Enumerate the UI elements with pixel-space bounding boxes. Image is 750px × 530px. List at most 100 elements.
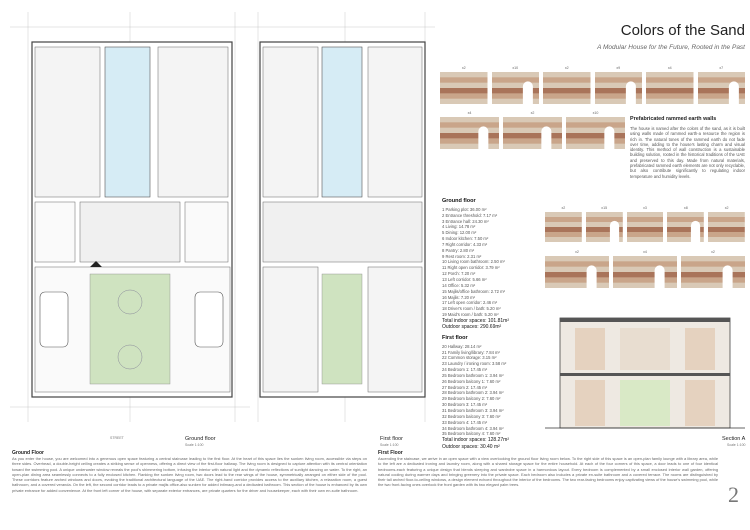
- arch-opening: [609, 220, 619, 242]
- room-item: 26 Bedroom balcony 1: 7.60 m²: [442, 378, 501, 384]
- section-a-label: Section A: [722, 436, 746, 442]
- room-item: 33 Bedroom 4: 17.45 m²: [442, 419, 488, 425]
- room-item: 15 Majlis/office bathroom: 2.72 m²: [442, 288, 505, 294]
- panel-count-label: x2: [461, 66, 466, 70]
- room-item: 17 Left open corridor: 2.46 m²: [442, 300, 498, 306]
- first-floor-text-heading: First Floor: [378, 450, 403, 456]
- room-item: 20 Hallway: 28.14 m²: [442, 343, 482, 349]
- panel-count-label: x2: [724, 206, 729, 210]
- rammed-earth-panel: [708, 212, 745, 242]
- first-floor-label: First floor: [380, 436, 403, 442]
- ground-floor-plan: [10, 12, 250, 422]
- panel-count-label: x10: [592, 111, 599, 115]
- room-item: 12 Porch: 7.20 m²: [442, 271, 476, 277]
- panel-count-label: x7: [719, 66, 724, 70]
- panel-count-label: x2: [530, 111, 535, 115]
- first-floor-plan: [250, 12, 435, 422]
- rammed-earth-panel: [503, 117, 562, 149]
- room-item: 8 Pantry: 2.80 m²: [442, 247, 475, 253]
- arch-opening: [541, 126, 552, 149]
- rammed-earth-panel: [543, 72, 591, 104]
- arch-opening: [604, 126, 615, 149]
- room-item: 11 Right open corridor: 3.79 m²: [442, 265, 500, 271]
- ground-floor-text-heading: Ground Floor: [12, 450, 44, 456]
- panel-count-label: x4: [667, 66, 672, 70]
- arch-opening: [522, 81, 533, 104]
- room-item: 5 Dining: 12.00 m²: [442, 230, 477, 236]
- ground-floor-heading: Ground floor: [442, 198, 476, 204]
- arch-opening: [722, 265, 733, 288]
- rammed-earth-panel: [440, 117, 499, 149]
- room-item: 21 Family living/library: 7.84 m²: [442, 349, 500, 355]
- rammed-earth-panel: [594, 72, 642, 104]
- room-item: 31 Bedroom bathroom 3: 3.94 m²: [442, 408, 504, 413]
- room-item: 7 Right corridor: 4.33 m²: [442, 241, 488, 247]
- rammed-earth-panel: [667, 212, 705, 242]
- rammed-earth-panel: [566, 117, 625, 149]
- room-item: 16 Majlis: 7.20 m²: [442, 294, 476, 300]
- ground-floor-scale: Scale 1:100: [185, 443, 204, 447]
- section-a-drawing: [545, 317, 745, 429]
- room-item: 14 Office: 5.32 m²: [442, 282, 476, 288]
- rammed-earth-panel: [545, 256, 609, 288]
- page-number: 2: [728, 482, 739, 507]
- rammed-earth-panel: [613, 256, 677, 288]
- rammed-earth-panel: [491, 72, 539, 104]
- first-floor-heading: First floor: [442, 334, 468, 341]
- first-floor-text: Ascending the staircase, we arrive in an…: [378, 456, 718, 488]
- panel-count-label: x2: [575, 250, 579, 254]
- page-subtitle: A Modular House for the Future, Rooted i…: [597, 44, 745, 51]
- arch-opening: [625, 81, 636, 104]
- room-item: 22 Common storage: 3.15 m²: [442, 355, 497, 361]
- rammed-earth-panel: [585, 212, 623, 242]
- walls-description: The house is named after the colors of t…: [630, 126, 745, 179]
- room-item: 30 Bedroom 3: 17.45 m²: [442, 402, 488, 408]
- first-floor-scale: Scale 1:100: [380, 443, 399, 447]
- ground-floor-label: Ground floor: [185, 436, 216, 442]
- room-item: 2 Entrance threshold: 7.17 m²: [442, 212, 498, 218]
- arch-opening: [478, 126, 489, 149]
- first-outdoor: Outdoor spaces: 30.40 m²: [442, 443, 500, 450]
- rammed-earth-panel: [545, 212, 582, 242]
- ground-total-indoor: Total indoor spaces: 101.81m²: [442, 317, 509, 324]
- panel-count-label: x3: [643, 206, 647, 210]
- room-item: 28 Bedroom bathroom 2: 3.94 m²: [442, 390, 504, 396]
- room-item: 6 Indoor kitchen: 7.50 m²: [442, 236, 489, 242]
- rammed-earth-panel: [626, 212, 664, 242]
- panel-count-label: x4: [467, 111, 472, 115]
- room-item: 35 Bedroom balcony 4: 7.60 m²: [442, 431, 501, 437]
- first-total-indoor: Total indoor spaces: 128.27m²: [442, 437, 509, 444]
- rammed-earth-panel: [681, 256, 745, 288]
- walls-heading: Prefabricated rammed earth walls: [630, 116, 717, 122]
- room-item: 32 Bedroom balcony 3: 7.60 m²: [442, 413, 501, 419]
- panel-count-label: x8: [683, 206, 688, 210]
- room-item: 27 Bedroom 2: 17.45 m²: [442, 384, 488, 390]
- arch-opening: [691, 220, 701, 242]
- page-title: Colors of the Sand: [620, 22, 745, 39]
- rammed-earth-panel: [440, 72, 488, 104]
- room-item: 4 Living: 14.78 m²: [442, 224, 476, 230]
- rammed-earth-panel: [697, 72, 745, 104]
- room-item: 25 Bedroom bathroom 1: 3.94 m²: [442, 372, 504, 378]
- room-item: 24 Bedroom 1: 17.45 m²: [442, 367, 488, 373]
- arch-opening: [728, 81, 739, 104]
- room-item: 13 Left corridor: 5.66 m²: [442, 276, 487, 282]
- ground-floor-text: As you enter the house, you are welcomed…: [12, 456, 367, 493]
- room-item: 34 Bedroom bathroom 4: 3.94 m²: [442, 425, 504, 431]
- section-a-scale: Scale 1:100: [727, 443, 746, 447]
- room-item: 23 Laundry / ironing room: 3.58 m²: [442, 361, 507, 367]
- arch-opening: [654, 265, 665, 288]
- panel-count-label: x2: [564, 66, 569, 70]
- room-item: 3 Entrance hall: 24.30 m²: [442, 218, 489, 224]
- room-item: 19 Maid's room / bath: 5.20 m²: [442, 312, 499, 318]
- room-item: 10 Living room bathroom: 2.50 m²: [442, 259, 505, 265]
- panel-count-label: x2: [711, 250, 715, 254]
- panel-count-label: x4: [643, 250, 647, 254]
- room-item: 18 Driver's room / bath: 5.20 m²: [442, 306, 501, 312]
- panel-count-label: x10: [512, 66, 519, 70]
- panel-count-label: x9: [616, 66, 621, 70]
- room-item: 29 Bedroom balcony 2: 7.60 m²: [442, 396, 501, 402]
- ground-outdoor: Outdoor spaces: 290.69m²: [442, 324, 502, 331]
- arch-opening: [586, 265, 597, 288]
